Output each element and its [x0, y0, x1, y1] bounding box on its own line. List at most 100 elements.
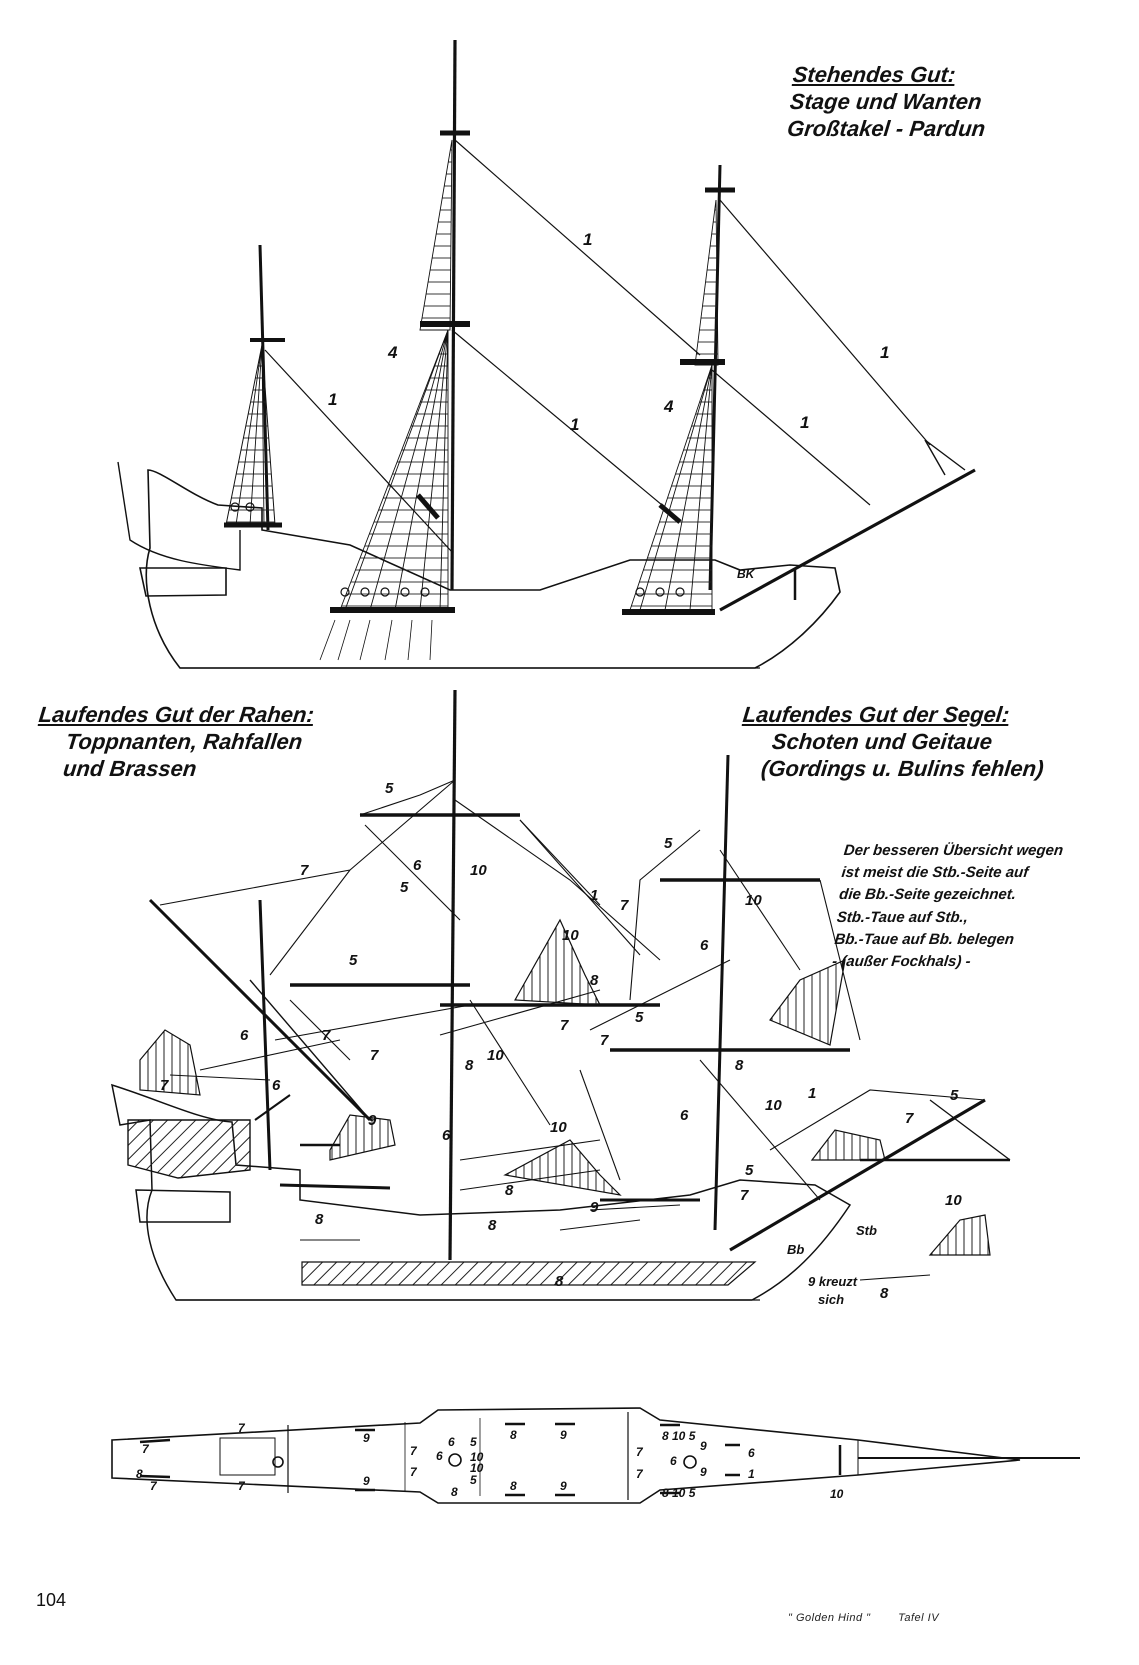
- label-topping-lift-5: 5: [950, 1087, 959, 1104]
- page-number: 104: [36, 1590, 67, 1610]
- label-tack-10: 10: [470, 1461, 484, 1475]
- note-line: Der besseren Übersicht wegen: [842, 842, 1065, 859]
- main-mast-top: [450, 39, 457, 591]
- label-topping-lift-5: 5: [635, 1009, 644, 1026]
- stay-main-lower: [451, 329, 681, 521]
- label-clewline-9: 9: [363, 1474, 370, 1488]
- label-shroud-4: 4: [387, 343, 398, 362]
- note-line: Stb.-Taue auf Stb.,: [836, 908, 969, 926]
- footer-title: " Golden Hind ": [788, 1612, 871, 1624]
- label-halyard-6: 6: [748, 1446, 755, 1460]
- label-brace-7: 7: [238, 1479, 246, 1493]
- label-clewline-9: 9: [700, 1439, 707, 1453]
- label-brace-7: 7: [238, 1421, 246, 1435]
- fore-mast-middle: [713, 754, 730, 1231]
- label-halyard-6: 6: [436, 1449, 443, 1463]
- label-stay-1: 1: [570, 415, 579, 434]
- label-tack-10: 10: [487, 1047, 504, 1064]
- stay-fore-top: [719, 199, 931, 446]
- footer-plate: Tafel IV: [898, 1612, 940, 1624]
- caption-line: Stage und Wanten: [788, 88, 983, 114]
- note-line: die Bb.-Seite gezeichnet.: [838, 886, 1017, 904]
- running-rigging-drawing: [111, 689, 1011, 1301]
- label-brace-7: 7: [370, 1047, 379, 1064]
- bowsprit-middle: [729, 1098, 986, 1252]
- label-sheet-8: 8: [505, 1182, 514, 1199]
- label-brace-7: 7: [636, 1445, 644, 1459]
- label-topping-lift-5: 5: [349, 952, 358, 969]
- label-sheet-8: 8: [735, 1057, 744, 1074]
- label-brace-7: 7: [410, 1444, 418, 1458]
- label-brace-7: 7: [620, 897, 629, 914]
- label-tack-10: 10: [830, 1487, 844, 1501]
- deck-plan-labels: 7 8 7 7 7 9 9 7 7 6 6 5 10 10 5 8 8 9 8 …: [136, 1421, 844, 1501]
- deck-plan-drawing: [111, 1407, 1080, 1504]
- label-halyard-6: 6: [240, 1027, 249, 1044]
- caption-line: Großtakel - Pardun: [785, 115, 987, 141]
- note-line: - (außer Fockhals) -: [831, 952, 972, 970]
- label-tack-10: 10: [470, 862, 487, 879]
- label-tack-10: 10: [745, 892, 762, 909]
- label-brace-7: 7: [560, 1017, 569, 1034]
- label-stay-1: 1: [590, 887, 598, 904]
- label-brace-7: 7: [636, 1467, 644, 1481]
- label-stb: Stb: [856, 1223, 877, 1238]
- label-sheet-8: 8: [555, 1273, 564, 1290]
- label-topping-lift-5: 5: [470, 1435, 477, 1449]
- label-crosses-1: 9 kreuzt: [808, 1274, 858, 1289]
- label-brace-7: 7: [740, 1187, 749, 1204]
- label-tack-10: 10: [470, 1450, 484, 1464]
- label-sheet-8: 8: [590, 972, 599, 989]
- label-clewline-9: 9: [363, 1431, 370, 1445]
- label-sheet-8: 8: [315, 1211, 324, 1228]
- label-topping-lift-5: 5: [664, 835, 673, 852]
- footer: " Golden Hind " Tafel IV: [788, 1612, 939, 1624]
- caption-line: (Gordings u. Bulins fehlen): [759, 755, 1045, 781]
- label-brace-7: 7: [300, 862, 309, 879]
- note-line: ist meist die Stb.-Seite auf: [840, 864, 1030, 882]
- standing-rigging-caption: Stehendes Gut: Stage und Wanten Großtake…: [786, 62, 993, 142]
- label-halyard-6: 6: [272, 1077, 281, 1094]
- label-sheet-8: 8: [880, 1285, 889, 1302]
- label-tack-10: 10: [765, 1097, 782, 1114]
- label-shroud-4: 4: [663, 397, 674, 416]
- label-stay-1: 1: [808, 1085, 816, 1102]
- label-topping-lift-5: 5: [400, 879, 409, 896]
- label-brace-7: 7: [600, 1032, 609, 1049]
- label-topping-lift-5: 5: [745, 1162, 754, 1179]
- label-topping-lift-5: 5: [385, 780, 394, 797]
- label-tack-10: 10: [550, 1119, 567, 1136]
- label-deck-8-10-5: 8 10 5: [662, 1486, 696, 1500]
- label-crosses-2: sich: [818, 1292, 844, 1307]
- running-rigging-yards-caption: Laufendes Gut der Rahen: Toppnanten, Rah…: [32, 702, 316, 782]
- label-sheet-8: 8: [451, 1485, 458, 1499]
- label-clewline-9: 9: [368, 1112, 377, 1129]
- label-deck-8-10-5: 8 10 5: [662, 1429, 696, 1443]
- standing-rigging-labels: 1 1 1 1 1 4 4 BK: [328, 230, 889, 581]
- label-bk: BK: [737, 567, 756, 581]
- stay-mizzen: [264, 349, 453, 553]
- running-rigging-labels: 5 5 5 5 5 5 5 6 6 6 6 6 6 7 7 7 7 7 7 7 …: [160, 780, 962, 1307]
- label-stay-1: 1: [748, 1467, 755, 1481]
- stern-gallery-middle: [135, 1189, 231, 1223]
- label-brace-7: 7: [322, 1027, 331, 1044]
- caption-line: und Brassen: [61, 755, 198, 781]
- deck-outline: [111, 1407, 1021, 1504]
- hull-outline-top: [145, 469, 841, 669]
- label-brace-7: 7: [905, 1110, 914, 1127]
- stern-gallery-top: [139, 567, 227, 597]
- label-tack-10: 10: [562, 927, 579, 944]
- running-rigging-sails-caption: Laufendes Gut der Segel: Schoten und Gei…: [736, 702, 1051, 782]
- caption-line: Toppnanten, Rahfallen: [64, 728, 304, 754]
- label-halyard-6: 6: [670, 1454, 677, 1468]
- overview-note: Der besseren Übersicht wegen ist meist d…: [831, 840, 1064, 973]
- label-brace-7: 7: [160, 1077, 169, 1094]
- label-halyard-6: 6: [413, 857, 422, 874]
- bowsprit-top: [719, 468, 976, 612]
- label-stay-1: 1: [583, 230, 592, 249]
- label-tack-10: 10: [945, 1192, 962, 1209]
- label-sheet-8: 8: [465, 1057, 474, 1074]
- caption-heading: Laufendes Gut der Segel:: [741, 702, 1011, 727]
- caption-line: Schoten und Geitaue: [770, 728, 994, 754]
